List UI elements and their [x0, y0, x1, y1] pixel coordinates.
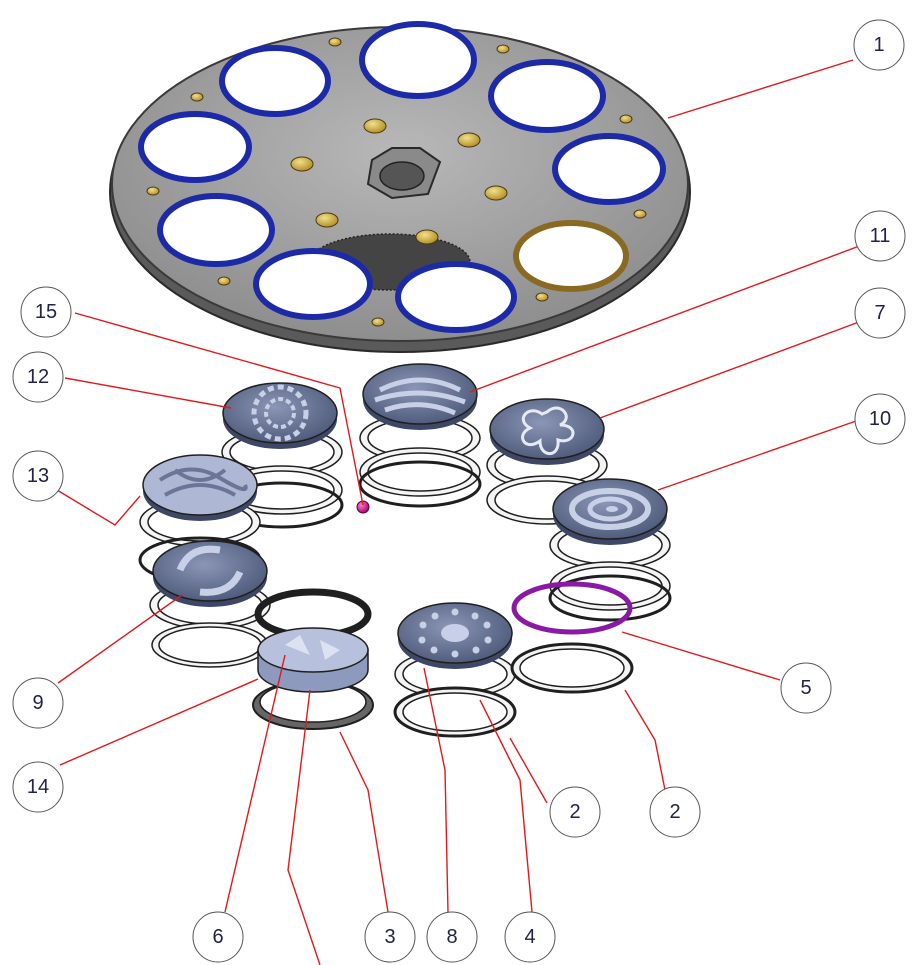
- opening: [253, 248, 373, 320]
- opening: [359, 21, 477, 99]
- callout-label: 11: [870, 225, 891, 247]
- brass-insert: [535, 292, 549, 302]
- leader-15: [74, 312, 364, 506]
- opening: [488, 59, 606, 133]
- callout-6: 6: [192, 911, 244, 963]
- brass-insert: [217, 276, 231, 286]
- gobo-9: [152, 540, 268, 607]
- leader-5: [621, 631, 781, 681]
- center-bore: [379, 161, 425, 191]
- callout-4: 4: [504, 911, 556, 963]
- callout-label: 7: [874, 302, 885, 324]
- brass-insert: [633, 209, 647, 219]
- leader-9: [57, 594, 183, 684]
- brass-insert: [190, 92, 204, 102]
- opening: [219, 45, 331, 117]
- leader-7: [599, 321, 860, 419]
- brass-insert: [371, 317, 385, 327]
- leader-lines: [56, 59, 863, 965]
- leader-14: [59, 678, 259, 766]
- callout-10: 10: [854, 393, 906, 445]
- brass-inserts: [146, 37, 647, 327]
- gobo-12: [222, 382, 338, 449]
- leader-13: [56, 489, 141, 526]
- callout-15: 15: [20, 286, 72, 338]
- callout-9: 9: [12, 677, 64, 729]
- ring-3: [252, 680, 374, 730]
- gobo-11: [362, 363, 478, 430]
- callout-5: 5: [780, 662, 832, 714]
- callout-label: 4: [524, 926, 535, 948]
- gobos: [142, 363, 668, 693]
- brass-insert: [290, 156, 314, 172]
- spring-2-right: [510, 642, 634, 694]
- gobo-7: [489, 398, 605, 465]
- wheel-openings: [138, 21, 666, 333]
- callout-label: 5: [800, 677, 811, 699]
- brass-insert: [619, 114, 633, 124]
- gobo-8: [397, 602, 513, 669]
- leader-4: [479, 699, 533, 913]
- leader-10: [657, 419, 860, 491]
- callout-8: 8: [426, 911, 478, 963]
- gobo-13: [142, 454, 258, 521]
- callout-label: 3: [384, 926, 395, 948]
- leader-3: [339, 731, 389, 913]
- brass-insert: [496, 44, 510, 54]
- brass-insert: [315, 212, 339, 228]
- callout-13: 13: [12, 450, 64, 502]
- leader-11: [469, 244, 863, 393]
- leader-2b: [624, 689, 669, 806]
- callout-label: 2: [669, 801, 680, 823]
- leader-1: [667, 59, 854, 119]
- callout-label: 9: [32, 692, 43, 714]
- opening: [395, 261, 517, 333]
- callout-2b: 2: [649, 786, 701, 838]
- brass-insert: [146, 186, 160, 196]
- opening: [552, 133, 666, 205]
- callout-12: 12: [12, 351, 64, 403]
- ball-15: [356, 500, 370, 514]
- callout-label: 8: [446, 926, 457, 948]
- callout-3: 3: [364, 911, 416, 963]
- callout-label: 1: [873, 34, 884, 56]
- callout-label: 12: [27, 366, 49, 388]
- callout-label: 14: [27, 776, 49, 798]
- gobo-10: [552, 478, 668, 545]
- spring-11: [358, 413, 482, 508]
- callout-7: 7: [854, 287, 906, 339]
- brass-insert: [415, 229, 439, 245]
- purple-ring-5: [511, 581, 633, 635]
- gobo-wheel: [109, 21, 691, 353]
- leader-offpage: [287, 689, 321, 965]
- callout-2a: 2: [549, 786, 601, 838]
- brass-insert: [484, 185, 508, 201]
- callout-label: 15: [35, 301, 57, 323]
- opening: [138, 111, 252, 183]
- callout-14: 14: [12, 761, 64, 813]
- gobo-14: [257, 627, 369, 693]
- leader-8: [423, 667, 449, 913]
- brass-insert: [457, 132, 481, 148]
- opening: [157, 193, 275, 267]
- opening: [513, 220, 629, 292]
- brass-insert: [363, 118, 387, 134]
- callout-label: 2: [569, 801, 580, 823]
- callout-label: 6: [212, 926, 223, 948]
- brass-insert: [328, 37, 342, 47]
- callout-1: 1: [853, 19, 905, 71]
- leader-12: [64, 377, 232, 409]
- callout-11: 11: [854, 210, 906, 262]
- leader-2a: [509, 737, 548, 804]
- callouts: 1 11 7 10 15 12 13 9: [12, 19, 906, 963]
- callout-label: 10: [869, 408, 891, 430]
- leader-6: [224, 654, 286, 913]
- callout-label: 13: [27, 465, 49, 487]
